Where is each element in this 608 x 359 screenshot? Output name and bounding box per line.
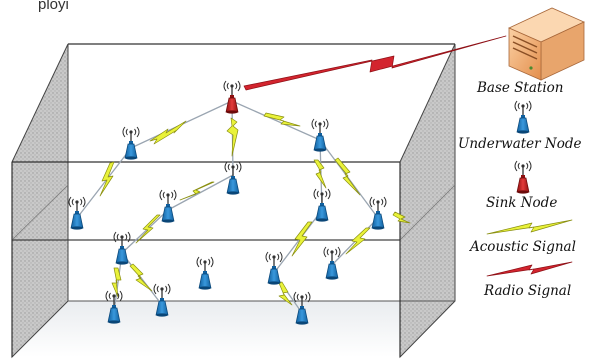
box-left-wall xyxy=(11,43,69,359)
acoustic-signal-bolt xyxy=(291,221,313,257)
legend-acoustic-signal-icon xyxy=(486,219,573,235)
legend-label-base-station: Base Station xyxy=(477,80,564,96)
acoustic-signal-bolt xyxy=(226,117,239,157)
sink-node-icon xyxy=(224,81,240,114)
acoustic-signal-bolt xyxy=(135,214,161,244)
acoustic-signal-bolt xyxy=(334,157,361,196)
acoustic-signal-bolt xyxy=(278,281,293,306)
legend-label-acoustic-signal: Acoustic Signal xyxy=(470,239,576,255)
underwater-node-icon xyxy=(197,257,213,290)
cropped-caption: ployi xyxy=(38,0,69,13)
underwater-node-icon xyxy=(69,197,85,230)
acoustic-signal-bolt xyxy=(263,112,301,127)
acoustic-signal-bolt xyxy=(129,263,153,292)
acoustic-signal-bolt xyxy=(345,227,371,255)
underwater-node-icon xyxy=(266,252,282,285)
box-mid-layer-right xyxy=(399,184,456,241)
acoustic-signal-bolt xyxy=(99,161,115,197)
acoustic-signal-bolt xyxy=(392,211,411,224)
legend-sink-node-icon xyxy=(515,161,531,194)
underwater-node-icon xyxy=(154,284,170,317)
box-mid-layer-left xyxy=(11,184,69,241)
underwater-node-icon xyxy=(312,119,328,152)
legend-label-underwater-node: Underwater Node xyxy=(458,136,582,152)
legend-icons xyxy=(486,101,573,277)
acoustic-signal-bolt xyxy=(111,267,122,298)
link-lines xyxy=(76,100,379,314)
underwater-node-icon xyxy=(370,197,386,230)
acoustic-signal-bolt xyxy=(149,120,187,145)
legend-underwater-node-icon xyxy=(515,101,531,134)
box-floor xyxy=(12,301,455,357)
underwater-node-icon xyxy=(314,189,330,222)
legend-label-radio-signal: Radio Signal xyxy=(484,283,572,299)
radio-signal-bolt xyxy=(243,35,507,91)
acoustic-signal-bolt xyxy=(179,181,215,201)
legend-label-sink-node: Sink Node xyxy=(486,195,558,211)
acoustic-signals xyxy=(99,112,411,306)
water-box xyxy=(11,43,456,359)
box-right-wall xyxy=(399,43,456,359)
acoustic-signal-bolt xyxy=(313,159,327,189)
legend-radio-signal-icon xyxy=(486,261,573,277)
server-icon xyxy=(508,7,585,81)
underwater-node-icon xyxy=(123,127,139,160)
underwater-node-icon xyxy=(324,247,340,280)
